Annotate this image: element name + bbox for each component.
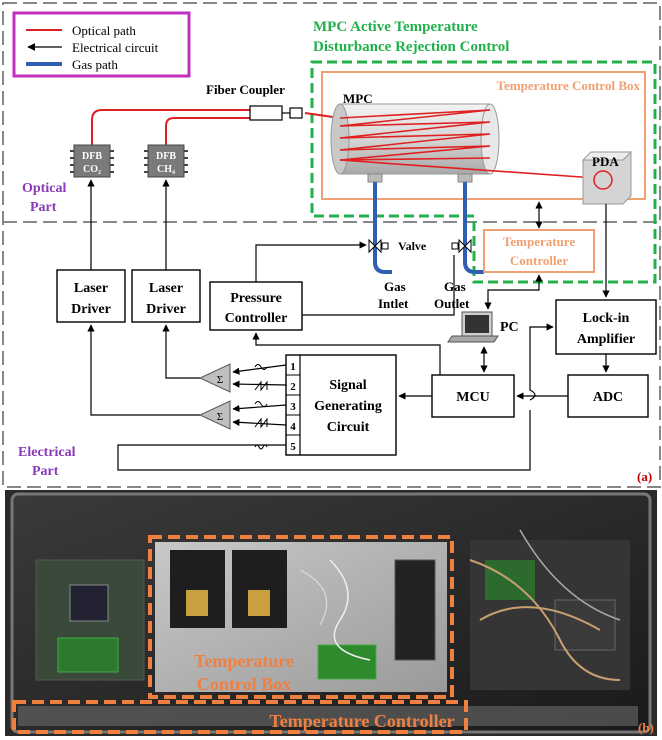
- dfb-co2-top-label: DFB: [82, 151, 102, 162]
- fiber-coupler-label: Fiber Coupler: [206, 82, 285, 97]
- pressure-controller-line2: Controller: [225, 311, 288, 326]
- dfb-ch4-top-label: DFB: [156, 151, 176, 162]
- signal-generating-circuit: Signal Generating Circuit 1 2 3 4 5: [286, 355, 396, 455]
- adc: ADC: [568, 375, 648, 417]
- dfb-ch4-chip: DFB CH₄: [144, 145, 188, 177]
- signal-gen-line3: Circuit: [327, 420, 370, 435]
- laser-driver-1-line1: Laser: [74, 281, 108, 296]
- optical-part-label-line2: Part: [30, 200, 57, 215]
- laser-driver-1: Laser Driver: [57, 270, 125, 322]
- temperature-controller-label-1: Temperature: [503, 234, 575, 249]
- sigma-1: Σ: [217, 374, 223, 386]
- port-5: 5: [290, 441, 296, 453]
- mpc-control-title-line1: MPC Active Temperature: [313, 19, 478, 35]
- valve-intlet: [369, 240, 388, 252]
- valve-outlet: [452, 240, 471, 252]
- fiber-coupler: [250, 106, 302, 120]
- dfb-ch4-bottom-label: CH₄: [157, 164, 175, 175]
- mpc-control-title-line2: Disturbance Rejection Control: [313, 39, 509, 55]
- laser-driver-2-line1: Laser: [149, 281, 183, 296]
- adc-label: ADC: [593, 390, 623, 405]
- optical-part-label-line1: Optical: [22, 181, 66, 196]
- mpc-label: MPC: [343, 91, 373, 106]
- legend-gas-label: Gas path: [72, 57, 118, 72]
- mcu: MCU: [432, 375, 514, 417]
- legend: Optical path Electrical circuit Gas path: [14, 13, 189, 76]
- electrical-part-label-line2: Part: [32, 464, 59, 479]
- summing-amp-1: Σ: [200, 364, 230, 392]
- pressure-controller: Pressure Controller: [210, 282, 302, 330]
- laser-driver-2: Laser Driver: [132, 270, 200, 322]
- optical-fibers: [92, 110, 340, 145]
- pc-laptop-icon: [448, 312, 498, 342]
- gas-intlet-label-2: Intlet: [378, 296, 409, 311]
- panel-a-label: (a): [637, 469, 652, 484]
- mpc-cell: [331, 104, 595, 182]
- signal-gen-line1: Signal: [329, 378, 366, 393]
- lockin-amplifier: Lock-in Amplifier: [556, 300, 656, 354]
- gas-intlet-label-1: Gas: [384, 279, 406, 294]
- pda-label: PDA: [592, 154, 619, 169]
- temperature-control-box-label: Temperature Control Box: [497, 78, 641, 93]
- signal-gen-line2: Generating: [314, 399, 382, 414]
- hardware-photo: [5, 490, 657, 736]
- photo-box-label-line2: Control Box: [197, 674, 291, 694]
- sigma-2: Σ: [217, 411, 223, 423]
- temperature-controller-label-2: Controller: [510, 253, 568, 268]
- gas-outlet-label-2: Outlet: [434, 296, 470, 311]
- port-4: 4: [290, 421, 296, 433]
- panel-b-label: (b): [638, 720, 654, 735]
- lockin-line1: Lock-in: [583, 311, 630, 326]
- legend-electrical-label: Electrical circuit: [72, 40, 159, 55]
- summing-amp-2: Σ: [200, 401, 230, 429]
- mcu-label: MCU: [456, 390, 489, 405]
- valve-label: Valve: [398, 239, 427, 253]
- legend-optical-label: Optical path: [72, 23, 136, 38]
- lockin-line2: Amplifier: [577, 332, 635, 347]
- pressure-controller-line1: Pressure: [230, 291, 282, 306]
- photo-controller-label: Temperature Controller: [269, 711, 454, 731]
- dfb-co2-chip: DFB CO₂: [70, 145, 114, 177]
- photo-box-label-line1: Temperature: [194, 651, 294, 671]
- gas-paths: [375, 182, 484, 272]
- gas-outlet-label-1: Gas: [444, 279, 466, 294]
- laser-driver-1-line2: Driver: [71, 302, 111, 317]
- port-1: 1: [290, 361, 296, 373]
- port-2: 2: [290, 381, 296, 393]
- pc-label: PC: [500, 320, 519, 335]
- laser-driver-2-line2: Driver: [146, 302, 186, 317]
- dfb-co2-bottom-label: CO₂: [83, 164, 101, 175]
- port-3: 3: [290, 401, 296, 413]
- electrical-part-label-line1: Electrical: [18, 445, 76, 460]
